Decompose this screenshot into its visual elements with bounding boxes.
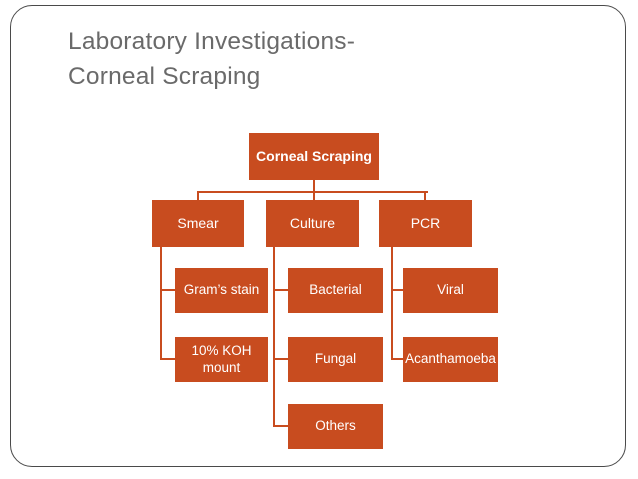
node-viral: Viral <box>403 268 498 313</box>
slide-title-line-2: Corneal Scraping <box>68 63 261 90</box>
slide-title: Laboratory Investigations- Corneal Scrap… <box>68 24 355 94</box>
connector-root-stub <box>313 180 315 192</box>
node-acanthamoeba: Acanthamoeba <box>403 337 498 382</box>
connector-smear-rail <box>160 247 162 360</box>
node-culture: Culture <box>266 200 359 247</box>
connector-stub-others <box>273 425 288 427</box>
connector-stub-fungal <box>273 358 288 360</box>
connector-drop-culture <box>313 191 315 200</box>
node-koh-mount: 10% KOH mount <box>175 337 268 382</box>
node-grams-stain: Gram’s stain <box>175 268 268 313</box>
connector-pcr-rail <box>391 247 393 360</box>
slide-border <box>10 5 626 467</box>
connector-stub-grams-stain <box>160 289 175 291</box>
node-bacterial: Bacterial <box>288 268 383 313</box>
node-others: Others <box>288 404 383 449</box>
node-smear: Smear <box>152 200 244 247</box>
connector-stub-koh-mount <box>160 358 175 360</box>
connector-level1-rail <box>197 191 428 193</box>
node-corneal-scraping: Corneal Scraping <box>249 133 379 180</box>
connector-stub-viral <box>391 289 403 291</box>
node-pcr: PCR <box>379 200 472 247</box>
connector-drop-pcr <box>424 191 426 200</box>
connector-culture-rail <box>273 247 275 427</box>
node-fungal: Fungal <box>288 337 383 382</box>
connector-stub-bacterial <box>273 289 288 291</box>
slide-title-line-1: Laboratory Investigations- <box>68 28 356 55</box>
connector-drop-smear <box>197 191 199 200</box>
connector-stub-acanthamoeba <box>391 358 403 360</box>
